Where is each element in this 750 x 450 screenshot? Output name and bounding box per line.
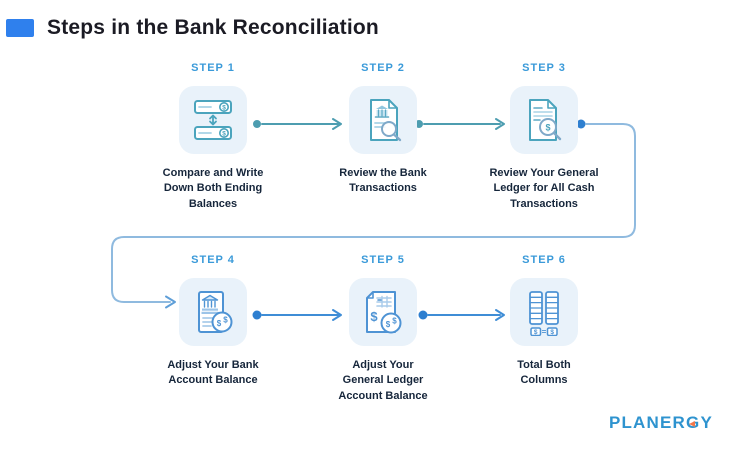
- svg-text:$: $: [545, 123, 550, 133]
- step-2-tile: [349, 86, 417, 154]
- step-5: STEP 5 $ $ $ Adjust Your General Ledger …: [298, 254, 468, 404]
- svg-text:$: $: [223, 316, 228, 325]
- step-4: STEP 4 $ $ Adjust Your Bank Account Bala…: [128, 254, 298, 389]
- svg-text:$: $: [370, 309, 378, 324]
- step-6-label: STEP 6: [522, 254, 566, 266]
- svg-text:$: $: [550, 329, 554, 336]
- step-1-label: STEP 1: [191, 62, 235, 74]
- logo-arrow-accent: [689, 421, 695, 427]
- planergy-logo: PLANERGY: [609, 413, 713, 433]
- svg-text:$: $: [222, 130, 226, 137]
- step-4-caption: Adjust Your Bank Account Balance: [167, 359, 259, 387]
- step-1-caption: Compare and Write Down Both Ending Balan…: [162, 167, 264, 210]
- ledger-search-icon: $: [529, 99, 562, 141]
- svg-text:$: $: [534, 329, 538, 336]
- step-3-label: STEP 3: [522, 62, 566, 74]
- step-5-label: STEP 5: [361, 254, 405, 266]
- step-2: STEP 2 Review the Bank Transactions: [298, 62, 468, 197]
- step-2-caption: Review the Bank Transactions: [339, 167, 427, 195]
- step-6-caption: Total Both Columns: [517, 359, 571, 387]
- step-3: STEP 3 $ Review Your General Ledger for …: [459, 62, 629, 212]
- bank-adjust-icon: $ $: [198, 291, 233, 333]
- step-6-tile: $ = $: [510, 278, 578, 346]
- total-columns-icon: $ = $: [529, 291, 559, 336]
- step-5-tile: $ $ $: [349, 278, 417, 346]
- step-6: STEP 6 $ = $ Total Both Columns: [459, 254, 629, 389]
- page-title: Steps in the Bank Reconciliation: [47, 16, 379, 39]
- svg-text:$: $: [217, 319, 222, 328]
- step-4-label: STEP 4: [191, 254, 235, 266]
- svg-text:=: =: [542, 327, 547, 336]
- step-3-tile: $: [510, 86, 578, 154]
- svg-text:$: $: [222, 104, 226, 111]
- compare-statements-icon: $ $: [194, 100, 232, 140]
- step-1: STEP 1 $ $ Compare and Write Down Both E…: [128, 62, 298, 212]
- step-5-caption: Adjust Your General Ledger Account Balan…: [338, 359, 428, 402]
- svg-text:$: $: [386, 320, 391, 329]
- bank-document-search-icon: [370, 99, 402, 142]
- step-1-tile: $ $: [179, 86, 247, 154]
- step-3-caption: Review Your General Ledger for All Cash …: [489, 167, 599, 210]
- step-2-label: STEP 2: [361, 62, 405, 74]
- header: Steps in the Bank Reconciliation: [6, 16, 379, 40]
- ledger-adjust-icon: $ $ $: [366, 291, 402, 334]
- planergy-logo-text: PLANERGY: [608, 413, 713, 432]
- title-accent-bar: [6, 19, 34, 37]
- step-4-tile: $ $: [179, 278, 247, 346]
- svg-text:$: $: [392, 317, 397, 326]
